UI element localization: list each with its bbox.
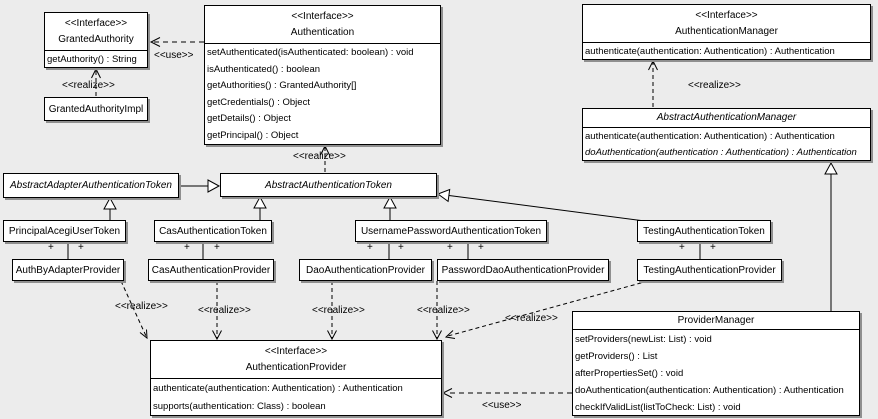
realize-label: <<realize>>	[62, 80, 115, 91]
realize-label: <<realize>>	[688, 80, 741, 91]
use-label: <<use>>	[154, 50, 194, 61]
class-name: AuthByAdapterProvider	[15, 264, 121, 276]
method-label: getCredentials() : Object	[207, 96, 310, 108]
stereotype-label: <<Interface>>	[291, 11, 354, 22]
method-label: authenticate(authentication: Authenticat…	[153, 383, 403, 394]
class-name: GrantedAuthority	[58, 34, 134, 45]
class-username-password-authentication-token[interactable]: UsernamePasswordAuthenticationToken	[355, 220, 547, 242]
method-label: authenticate(authentication: Authenticat…	[585, 131, 835, 142]
class-authentication[interactable]: <<Interface>> Authentication setAuthenti…	[204, 5, 441, 145]
class-password-dao-authentication-provider[interactable]: PasswordDaoAuthenticationProvider	[437, 259, 609, 281]
class-name: Authentication	[290, 27, 355, 38]
open-arrowhead-icon	[212, 330, 222, 341]
realize-label: <<realize>>	[115, 301, 168, 312]
association-plus-label: +	[78, 242, 84, 253]
association-plus-label: +	[367, 242, 373, 253]
class-name: CasAuthenticationProvider	[151, 264, 271, 276]
class-name: AbstractAuthenticationToken	[265, 179, 392, 191]
class-name: AbstractAuthenticationManager	[656, 112, 797, 123]
method-label: isAuthenticated() : boolean	[207, 63, 321, 75]
association-plus-label: +	[710, 242, 716, 253]
open-arrowhead-icon	[444, 330, 456, 339]
association-plus-label: +	[398, 242, 404, 253]
class-name: DaoAuthenticationProvider	[306, 264, 425, 276]
class-granted-authority[interactable]: <<Interface>> GrantedAuthority getAuthor…	[44, 12, 148, 68]
class-name: PasswordDaoAuthenticationProvider	[441, 264, 605, 276]
realize-edge-authbyadapterprovider	[120, 280, 147, 337]
open-arrowhead-icon	[432, 330, 442, 341]
class-auth-by-adapter-provider[interactable]: AuthByAdapterProvider	[12, 259, 124, 281]
open-arrowhead-icon	[139, 329, 148, 340]
class-name: TestingAuthenticationToken	[643, 225, 765, 237]
method-label: setAuthenticated(isAuthenticated: boolea…	[207, 47, 414, 58]
hollow-triangle-icon	[436, 188, 451, 203]
method-label: supports(authentication: Class) : boolea…	[153, 401, 326, 412]
realize-label: <<realize>>	[417, 305, 470, 316]
class-name: AuthenticationManager	[675, 26, 778, 37]
class-principal-acegi-user-token[interactable]: PrincipalAcegiUserToken	[3, 220, 126, 242]
stereotype-label: <<Interface>>	[64, 18, 128, 29]
class-cas-authentication-token[interactable]: CasAuthenticationToken	[154, 220, 272, 242]
class-testing-authentication-provider[interactable]: TestingAuthenticationProvider	[637, 259, 782, 281]
use-label: <<use>>	[482, 400, 522, 411]
association-plus-label: +	[48, 242, 54, 253]
open-arrowhead-icon	[320, 144, 330, 156]
method-label: getAuthority() : String	[47, 54, 137, 65]
realize-label: <<realize>>	[293, 151, 346, 162]
association-plus-label: +	[679, 242, 685, 253]
method-label: getAuthorities() : GrantedAuthority[]	[207, 80, 357, 91]
method-label: authenticate(authentication: Authenticat…	[585, 46, 835, 57]
generalization-edge-testingauthenticationtoken	[448, 195, 646, 222]
class-name: ProviderManager	[677, 315, 755, 326]
class-abstract-adapter-authentication-token[interactable]: AbstractAdapterAuthenticationToken	[3, 173, 179, 198]
open-arrowhead-icon	[327, 330, 337, 341]
open-arrowhead-icon	[149, 37, 161, 47]
hollow-triangle-icon	[253, 195, 267, 209]
method-label: setProviders(newList: List) : void	[575, 334, 712, 345]
realize-label: <<realize>>	[505, 313, 558, 324]
class-name: AuthenticationProvider	[245, 362, 347, 373]
class-name: TestingAuthenticationProvider	[643, 264, 776, 276]
hollow-triangle-icon	[103, 196, 117, 210]
class-authentication-provider[interactable]: <<Interface>> AuthenticationProvider aut…	[150, 340, 442, 416]
class-provider-manager[interactable]: ProviderManager setProviders(newList: Li…	[572, 311, 860, 416]
class-name: AbstractAdapterAuthenticationToken	[10, 180, 172, 191]
open-arrowhead-icon	[441, 388, 453, 398]
class-abstract-authentication-token[interactable]: AbstractAuthenticationToken	[220, 173, 437, 197]
class-dao-authentication-provider[interactable]: DaoAuthenticationProvider	[299, 259, 432, 281]
method-label: doAuthentication(authentication : Authen…	[585, 146, 857, 158]
stereotype-label: <<Interface>>	[695, 10, 758, 21]
hollow-triangle-icon	[824, 161, 838, 175]
stereotype-label: <<Interface>>	[264, 346, 328, 357]
association-plus-label: +	[184, 242, 190, 253]
association-plus-label: +	[447, 242, 453, 253]
class-granted-authority-impl[interactable]: GrantedAuthorityImpl	[44, 97, 148, 121]
hollow-triangle-icon	[207, 179, 221, 193]
class-name: PrincipalAcegiUserToken	[8, 225, 121, 237]
method-label: checkIfValidList(listToCheck: List) : vo…	[575, 402, 741, 413]
hollow-triangle-icon	[383, 195, 397, 209]
class-name: CasAuthenticationToken	[159, 225, 267, 237]
realize-label: <<realize>>	[198, 305, 251, 316]
method-label: afterPropertiesSet() : void	[575, 368, 684, 379]
class-name: GrantedAuthorityImpl	[48, 103, 144, 115]
class-name: UsernamePasswordAuthenticationToken	[360, 225, 542, 237]
realize-label: <<realize>>	[312, 305, 365, 316]
association-plus-label: +	[214, 242, 220, 253]
open-arrowhead-icon	[91, 67, 101, 79]
open-arrowhead-icon	[648, 59, 658, 71]
method-label: doAuthentication(authentication: Authent…	[575, 385, 844, 396]
method-label: getDetails() : Object	[207, 113, 291, 124]
class-cas-authentication-provider[interactable]: CasAuthenticationProvider	[148, 259, 274, 281]
association-plus-label: +	[478, 242, 484, 253]
method-label: getPrincipal() : Object	[207, 129, 299, 141]
class-authentication-manager[interactable]: <<Interface>> AuthenticationManager auth…	[582, 4, 871, 60]
class-abstract-authentication-manager[interactable]: AbstractAuthenticationManager authentica…	[582, 108, 871, 161]
method-label: getProviders() : List	[575, 351, 658, 362]
class-testing-authentication-token[interactable]: TestingAuthenticationToken	[637, 220, 771, 242]
